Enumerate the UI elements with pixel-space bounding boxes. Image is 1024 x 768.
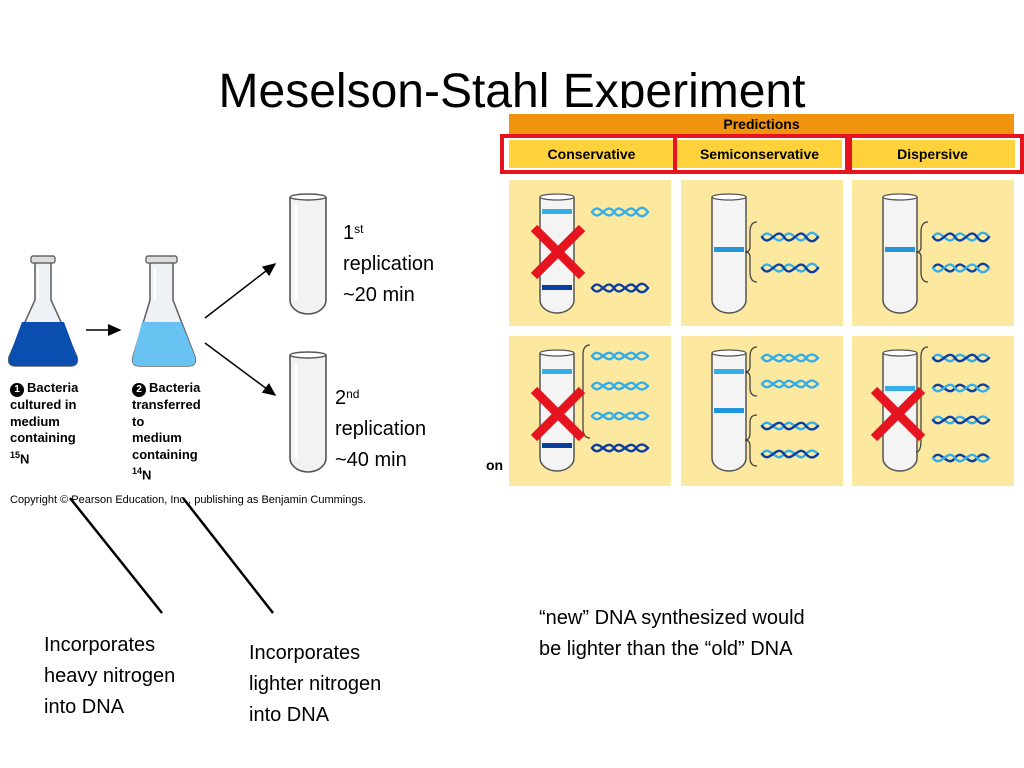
isotope-mass: 15 <box>10 449 21 460</box>
isotope-label: 15N <box>10 447 78 468</box>
annotation-line: Incorporates <box>249 642 361 664</box>
flask-heavy-medium <box>7 255 79 367</box>
fragment-text: on <box>486 457 504 473</box>
annotation-new-dna-note: “new” DNA synthesized would be lighter t… <box>539 603 805 665</box>
arrow-to-second-tube <box>204 342 277 396</box>
isotope-symbol: N <box>20 450 30 466</box>
x-mark-conservative-1b <box>530 224 586 280</box>
step-number-badge: 2 <box>132 383 146 397</box>
second-replication-label: 2nd replication ~40 min <box>333 383 431 476</box>
label-line: medium <box>10 413 60 429</box>
highlight-semiconservative <box>673 134 849 174</box>
prediction-tube-semiconservative-2 <box>711 349 747 472</box>
annotation-line: lighter nitrogen <box>249 673 382 695</box>
label-line: Bacteria <box>27 380 79 395</box>
replication-time: ~40 min <box>335 449 407 471</box>
step-number-badge: 1 <box>10 383 24 397</box>
annotation-line: into DNA <box>249 704 330 726</box>
annotation-line: heavy nitrogen <box>44 665 176 687</box>
replication-word: replication <box>335 418 427 440</box>
prediction-tube-dispersive-1 <box>882 193 918 314</box>
annotation-line: be lighter than the “old” DNA <box>539 638 793 660</box>
replication-number: 2 <box>335 387 347 409</box>
x-mark-conservative-2b <box>530 386 586 442</box>
label-line: to <box>132 413 145 429</box>
replication-time: ~20 min <box>343 284 415 306</box>
prediction-tube-semiconservative-1 <box>711 193 747 314</box>
annotation-light-nitrogen: Incorporates lighter nitrogen into DNA <box>249 638 381 731</box>
highlight-dispersive <box>848 134 1024 174</box>
test-tube-first <box>289 193 327 315</box>
label-line: transferred <box>132 397 201 412</box>
replication-word: replication <box>343 253 435 275</box>
label-line: medium <box>132 430 182 445</box>
model-conservative: Conservative <box>547 146 636 162</box>
annotation-line: into DNA <box>44 696 125 718</box>
first-replication-label: 1st replication ~20 min <box>341 218 439 311</box>
label-line: containing <box>10 430 76 445</box>
annotation-heavy-nitrogen: Incorporates heavy nitrogen into DNA <box>44 630 175 723</box>
flask-light-medium <box>131 255 197 367</box>
label-line: Bacteria <box>149 380 201 395</box>
isotope-mass: 14 <box>132 466 143 476</box>
x-mark-dispersive-2b <box>870 386 926 442</box>
model-dispersive: Dispersive <box>897 146 968 162</box>
isotope-symbol: N <box>142 467 152 483</box>
ordinal-suffix: nd <box>346 387 360 401</box>
predictions-figure <box>500 108 1024 498</box>
replication-number: 1 <box>343 222 355 244</box>
label-line: containing <box>132 446 198 462</box>
isotope-label: 14N <box>132 463 201 484</box>
pointer-light <box>182 497 274 614</box>
cross-marks <box>530 224 926 442</box>
model-semiconservative: Semiconservative <box>699 146 820 162</box>
ordinal-suffix: st <box>354 222 364 236</box>
copyright-notice: Copyright © Pearson Education, Inc., pub… <box>10 494 367 506</box>
label-line: cultured in <box>10 397 77 412</box>
predictions-header: Predictions <box>723 116 800 132</box>
test-tube-second <box>289 351 327 473</box>
arrow-to-first-tube <box>204 263 277 319</box>
pointer-heavy <box>69 497 163 614</box>
dna-helix-icons <box>590 206 991 463</box>
annotation-line: “new” DNA synthesized would <box>539 607 805 629</box>
annotation-line: Incorporates <box>44 634 156 656</box>
predictions-header-bar <box>509 114 1014 134</box>
